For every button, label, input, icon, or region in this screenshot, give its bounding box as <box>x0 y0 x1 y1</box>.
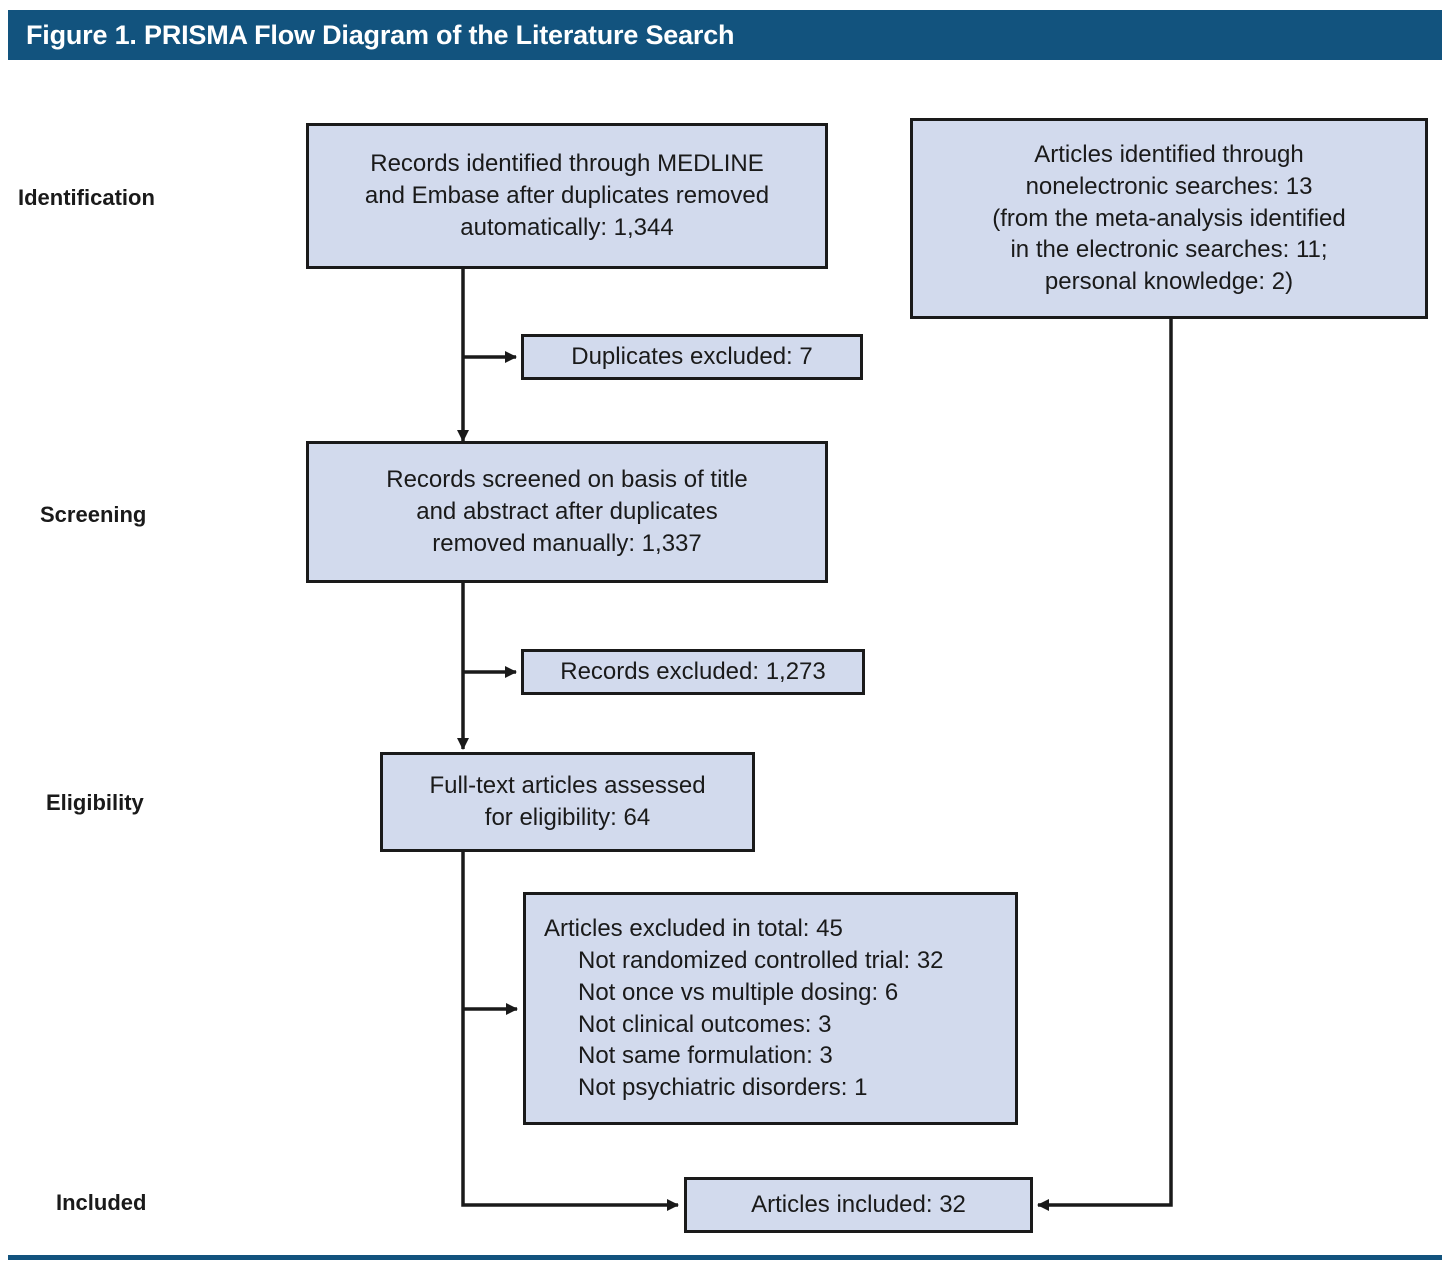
stage-label-eligibility: Eligibility <box>46 790 144 815</box>
box-nonelectronic-line-4: in the electronic searches: 11; <box>1010 236 1328 264</box>
box-records-screened-line-1: Records screened on basis of title <box>386 466 748 494</box>
box-nonelectronic-line-1: Articles identified through <box>1034 141 1304 169</box>
box-records-identified-line-1: Records identified through MEDLINE <box>370 150 764 178</box>
box-articles-excluded: Articles excluded in total: 45 Not rando… <box>523 892 1018 1125</box>
connector-nonelectronic-to-included <box>1037 319 1173 1211</box>
box-duplicates-excluded-line-1: Duplicates excluded: 7 <box>571 343 813 371</box>
box-records-identified: Records identified through MEDLINE and E… <box>306 123 828 269</box>
box-records-excluded: Records excluded: 1,273 <box>521 649 865 695</box>
box-articles-included: Articles included: 32 <box>684 1177 1033 1233</box>
box-articles-excluded-reason-1: Not randomized controlled trial: 32 <box>578 947 944 975</box>
box-nonelectronic-line-3: (from the meta-analysis identified <box>992 204 1346 232</box>
box-nonelectronic-line-5: personal knowledge: 2) <box>1044 268 1294 295</box>
box-articles-included-line-1: Articles included: 32 <box>751 1191 966 1219</box>
box-records-screened-line-3: removed manually: 1,337 <box>432 529 702 557</box>
figure-bottom-rule <box>8 1255 1442 1260</box>
box-articles-excluded-reason-2: Not once vs multiple dosing: 6 <box>578 978 899 1006</box>
box-records-excluded-line-1: Records excluded: 1,273 <box>560 658 826 686</box>
box-fulltext-line-2: for eligibility: 64 <box>484 804 651 831</box>
box-nonelectronic-line-2: nonelectronic searches: 13 <box>1025 172 1313 200</box>
box-duplicates-excluded: Duplicates excluded: 7 <box>521 334 863 380</box>
figure-title: Figure 1. PRISMA Flow Diagram of the Lit… <box>26 19 735 50</box>
stage-label-screening: Screening <box>40 502 147 527</box>
stage-label-included: Included <box>56 1190 147 1215</box>
box-records-screened-line-2: and abstract after duplicates <box>416 498 718 526</box>
figure-title-banner: Figure 1. PRISMA Flow Diagram of the Lit… <box>8 10 1442 60</box>
box-records-identified-line-2: and Embase after duplicates removed <box>364 182 770 210</box>
box-records-screened: Records screened on basis of title and a… <box>306 441 828 583</box>
box-articles-excluded-reason-5: Not psychiatric disorders: 1 <box>578 1073 868 1101</box>
box-nonelectronic-articles: Articles identified through nonelectroni… <box>910 118 1428 319</box>
box-articles-excluded-reason-3: Not clinical outcomes: 3 <box>578 1010 832 1038</box>
box-records-identified-line-3: automatically: 1,344 <box>460 213 674 241</box>
box-articles-excluded-heading: Articles excluded in total: 45 <box>544 915 843 943</box>
box-fulltext-line-1: Full-text articles assessed <box>429 772 706 800</box>
box-articles-excluded-reason-4: Not same formulation: 3 <box>578 1042 833 1070</box>
stage-label-identification: Identification <box>18 185 155 210</box>
box-fulltext-assessed: Full-text articles assessed for eligibil… <box>380 752 755 852</box>
